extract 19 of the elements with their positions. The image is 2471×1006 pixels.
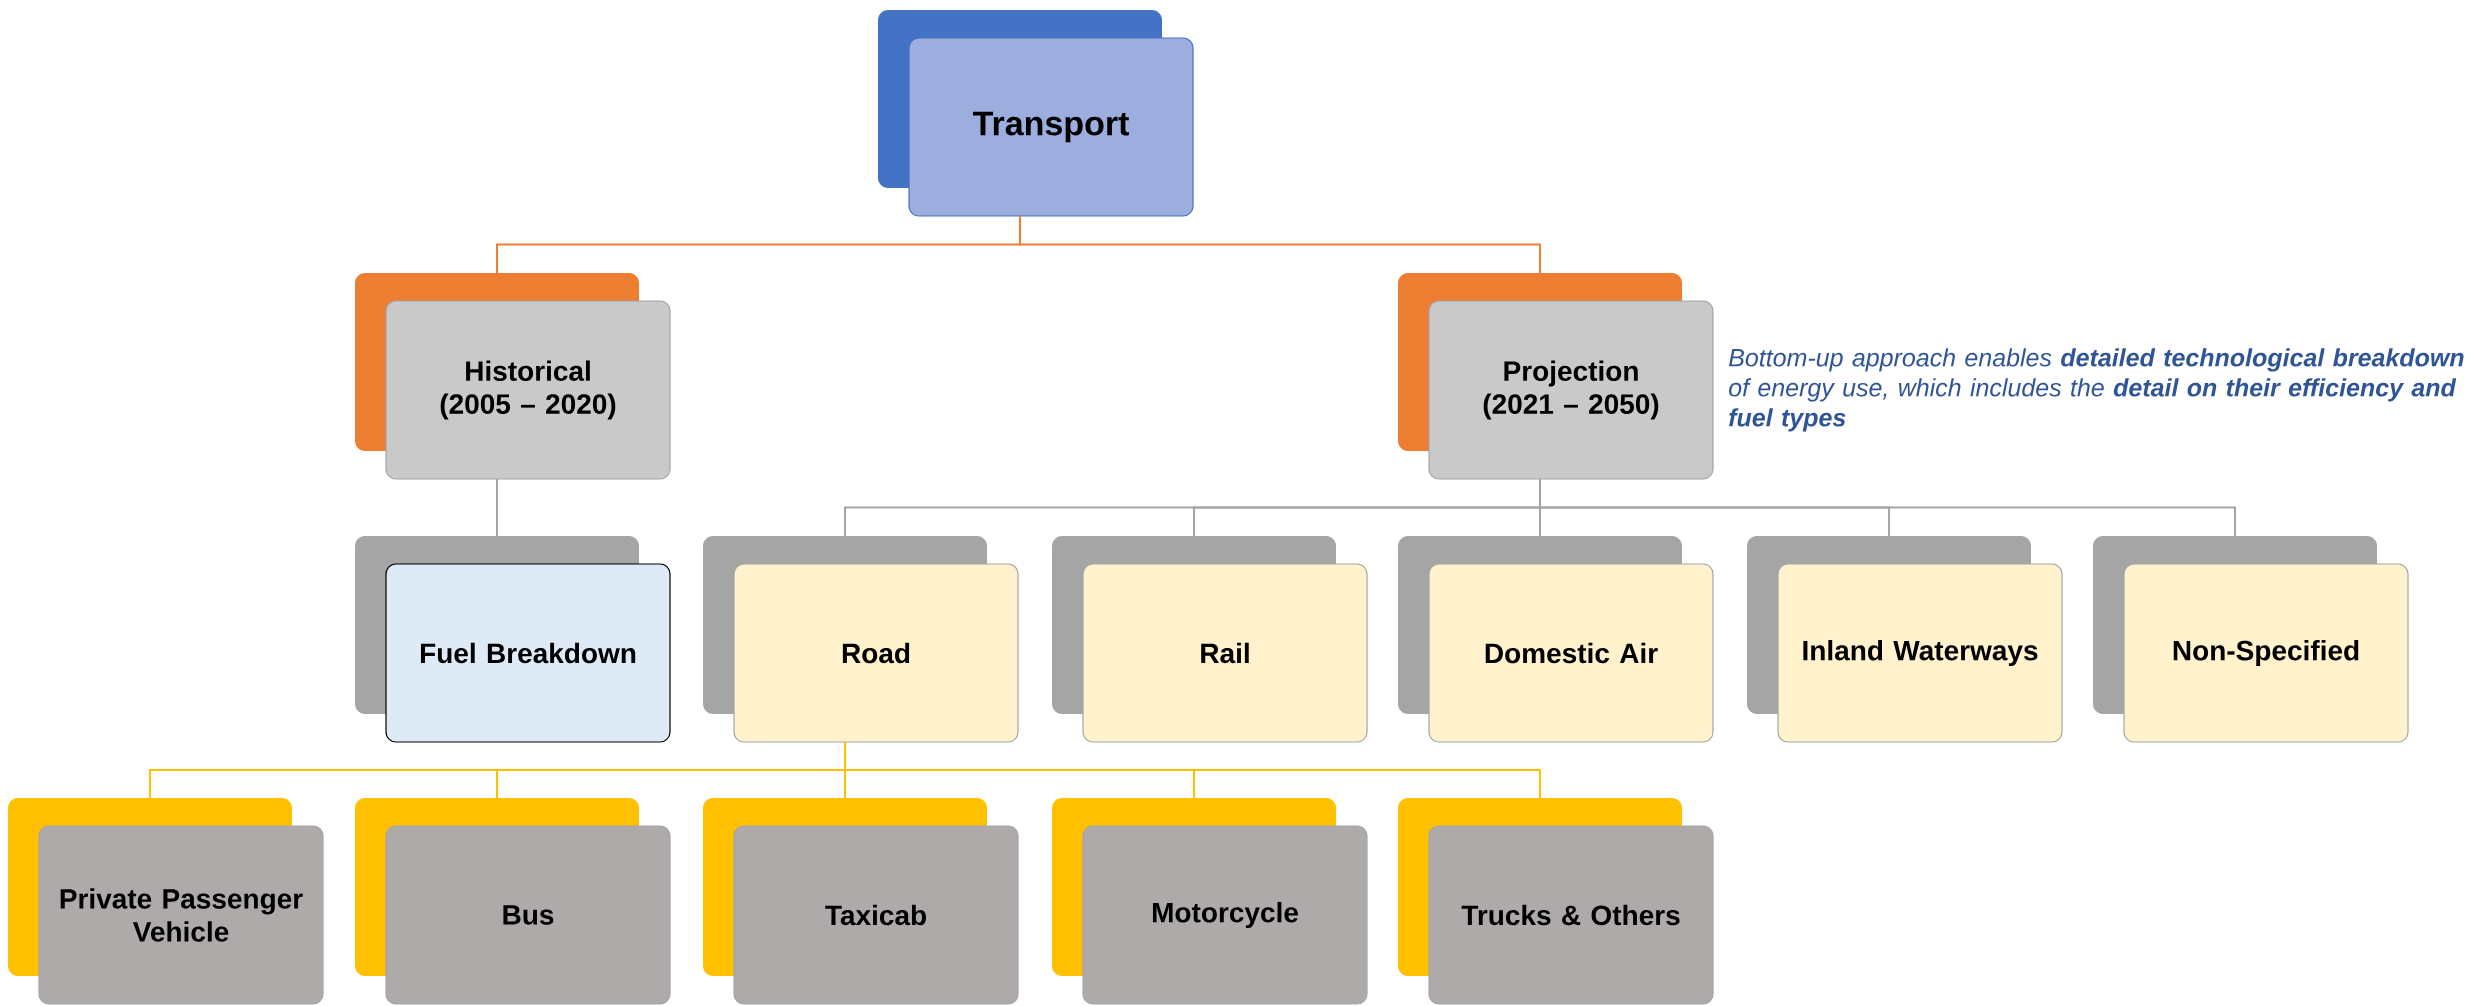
org-chart-box: Projection (2021 – 2050) xyxy=(1398,273,1714,480)
connector xyxy=(496,478,498,537)
org-chart-box: Rail xyxy=(1052,536,1368,743)
connector xyxy=(1019,215,1541,274)
org-chart-box: Fuel Breakdown xyxy=(355,536,671,743)
org-chart-box: Private Passenger Vehicle xyxy=(8,798,324,1005)
connector xyxy=(1539,478,2236,537)
org-chart-box: Motorcycle xyxy=(1052,798,1368,1005)
org-chart-box: Bus xyxy=(355,798,671,1005)
org-chart-box: Domestic Air xyxy=(1398,536,1714,743)
org-chart-box: Road xyxy=(703,536,1019,743)
org-chart-box: Non-Specified xyxy=(2093,536,2409,743)
org-chart-box: Transport xyxy=(878,10,1194,217)
annotation-text: Bottom-up approach enables detailed technological breakdown of energy use, which includes the detail on their efficiency and fuel types xyxy=(1729,348,2464,432)
org-chart-box: Inland Waterways xyxy=(1747,536,2063,743)
org-chart-box: Taxicab xyxy=(703,798,1019,1005)
org-chart-box: Trucks & Others xyxy=(1398,798,1714,1005)
org-chart-box: Historical (2005 – 2020) xyxy=(355,273,671,480)
connector xyxy=(844,741,1541,799)
